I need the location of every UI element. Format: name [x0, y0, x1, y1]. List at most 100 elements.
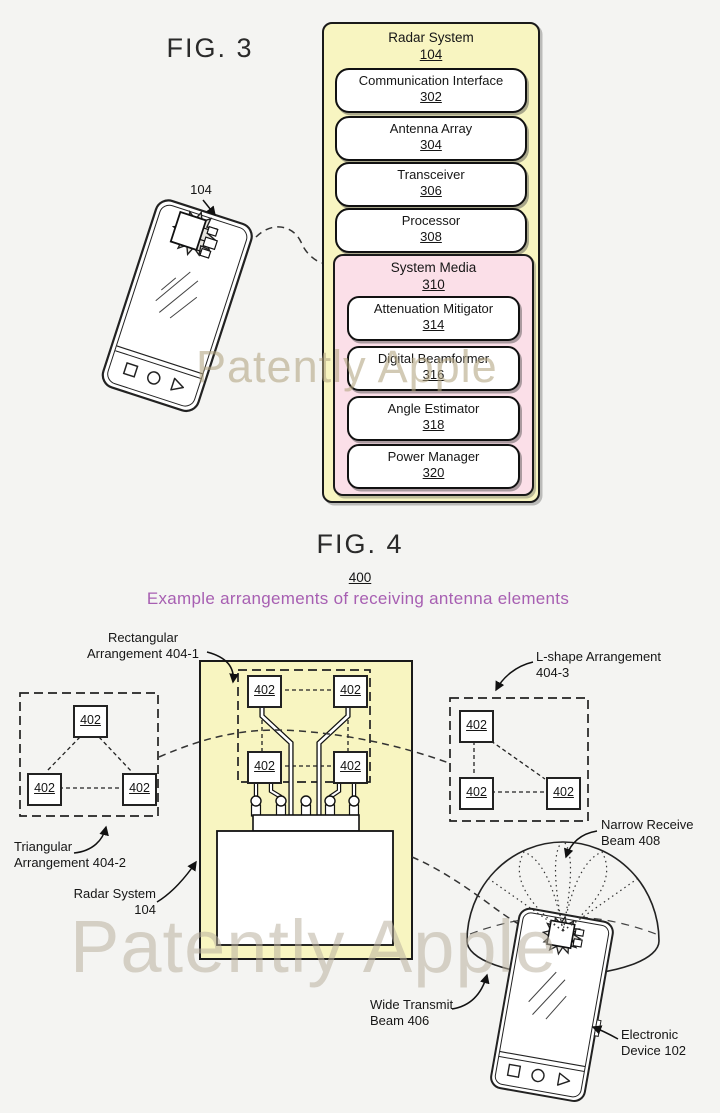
media-box-digital-beamformer: Digital Beamformer 316 [347, 346, 520, 391]
fig4-subtitle: Example arrangements of receiving antenn… [146, 589, 570, 608]
nav-circle-icon [531, 1068, 545, 1083]
rectangular-arrangement-dashed-box [237, 669, 371, 783]
fig3-device-ref-label: 104 [190, 182, 212, 197]
antenna-element-box: 402 [247, 675, 282, 708]
component-box-antenna-array: Antenna Array 304 [335, 116, 527, 161]
element-num: 402 [34, 781, 55, 795]
antenna-element-box: 402 [73, 705, 108, 738]
antenna-element-box: 402 [546, 777, 581, 810]
chip-pins [250, 795, 360, 817]
radar-chip [169, 210, 208, 251]
media-box-power-manager: Power Manager 320 [347, 444, 520, 489]
screen-shine-lines [155, 271, 199, 319]
radar-system-header: Radar System 104 [324, 24, 538, 63]
label-line: Electronic [621, 1027, 679, 1042]
lshape-arrangement-dashed-box [449, 697, 589, 822]
label-line: Arrangement 404-2 [14, 855, 127, 871]
label-line: 104 [134, 902, 156, 918]
element-num: 402 [340, 683, 361, 697]
fig4-phone-sketch [490, 907, 614, 1102]
system-media-header: System Media 310 [335, 256, 532, 293]
element-num: 402 [254, 759, 275, 773]
label-line: Arrangement 404-1 [86, 646, 199, 662]
label-line: Device 102 [621, 1043, 687, 1059]
fig4-number: 400 [348, 570, 372, 585]
lshape-label-arrow [495, 661, 534, 692]
wide-transmit-beam-label: Wide Transmit Beam 406 [370, 997, 475, 1030]
narrow-receive-beams [488, 840, 638, 932]
narrow-beam-label-arrow [563, 830, 598, 859]
radar-system-label-arrow [156, 860, 197, 903]
arrangements-connector-dashed [158, 729, 450, 764]
component-num: 304 [420, 137, 442, 152]
antenna-element-box: 402 [333, 751, 368, 784]
media-name: Attenuation Mitigator [373, 301, 494, 316]
radar-chip [546, 919, 576, 950]
nav-triangle-icon [170, 377, 185, 391]
element-num: 402 [466, 718, 487, 732]
fig3-connector-dashed [255, 226, 323, 264]
nav-square-icon [506, 1063, 522, 1078]
nav-circle-icon [147, 371, 161, 385]
element-num: 402 [80, 713, 101, 727]
label-line: Wide Transmit [370, 997, 454, 1012]
wide-beam-label-arrow [451, 973, 490, 1010]
antenna-element-box: 402 [333, 675, 368, 708]
element-num: 402 [340, 759, 361, 773]
device-label-arrow [591, 1025, 619, 1040]
fig4-radar-board [199, 660, 413, 960]
component-box-transceiver: Transceiver 306 [335, 162, 527, 207]
component-num: 306 [420, 183, 442, 198]
component-box-processor: Processor 308 [335, 208, 527, 253]
narrow-receive-beam-label: Narrow Receive Beam 408 [601, 817, 716, 850]
system-media-box: System Media 310 Attenuation Mitigator 3… [333, 254, 534, 496]
label-line: Triangular [14, 839, 73, 854]
triangular-label-arrow [73, 825, 109, 854]
label-line: 404-3 [536, 665, 570, 681]
component-name: Processor [401, 213, 461, 228]
fig4-radar-system-label: Radar System 104 [64, 886, 156, 919]
antenna-element-box: 402 [459, 710, 494, 743]
label-line: L-shape Arrangement [536, 649, 662, 664]
component-num: 308 [420, 229, 442, 244]
media-name: Power Manager [387, 449, 480, 464]
lshape-arrangement-label: L-shape Arrangement 404-3 [536, 649, 676, 682]
chip-body [216, 830, 394, 946]
antenna-element-box: 402 [122, 773, 157, 806]
antenna-element-box: 402 [459, 777, 494, 810]
media-box-angle-estimator: Angle Estimator 318 [347, 396, 520, 441]
nav-triangle-icon [556, 1072, 571, 1086]
radar-system-num: 104 [419, 47, 443, 62]
element-num: 402 [466, 785, 487, 799]
media-num: 318 [422, 417, 445, 432]
system-media-name: System Media [390, 260, 477, 275]
label-line: Rectangular [107, 630, 179, 645]
media-name: Angle Estimator [387, 401, 480, 416]
media-name: Digital Beamformer [377, 351, 490, 366]
fig3-phone-sketch [101, 199, 323, 413]
component-name: Communication Interface [358, 73, 504, 88]
radar-system-box: Radar System 104 Communication Interface… [322, 22, 540, 503]
fig4-title: FIG. 4 [316, 529, 404, 559]
screen-shine-lines [528, 971, 567, 1020]
radar-system-name: Radar System [388, 30, 474, 45]
label-line: Narrow Receive [601, 817, 694, 832]
nav-square-icon [122, 362, 139, 378]
component-num: 302 [420, 89, 442, 104]
media-box-attenuation-mitigator: Attenuation Mitigator 314 [347, 296, 520, 341]
element-num: 402 [553, 785, 574, 799]
antenna-element-box: 402 [247, 751, 282, 784]
system-media-num: 310 [422, 277, 445, 292]
label-line: Beam 406 [370, 1013, 430, 1029]
fig3-ref-arrow [202, 199, 216, 217]
triangular-arrangement-label: Triangular Arrangement 404-2 [14, 839, 164, 872]
label-line: Beam 408 [601, 833, 661, 849]
media-num: 320 [422, 465, 445, 480]
component-box-communication-interface: Communication Interface 302 [335, 68, 527, 113]
antenna-element-box: 402 [27, 773, 62, 806]
rectangular-arrangement-label: Rectangular Arrangement 404-1 [72, 630, 214, 663]
label-arrows [73, 651, 619, 1040]
media-num: 316 [422, 367, 445, 382]
label-line: Radar System [73, 886, 156, 901]
